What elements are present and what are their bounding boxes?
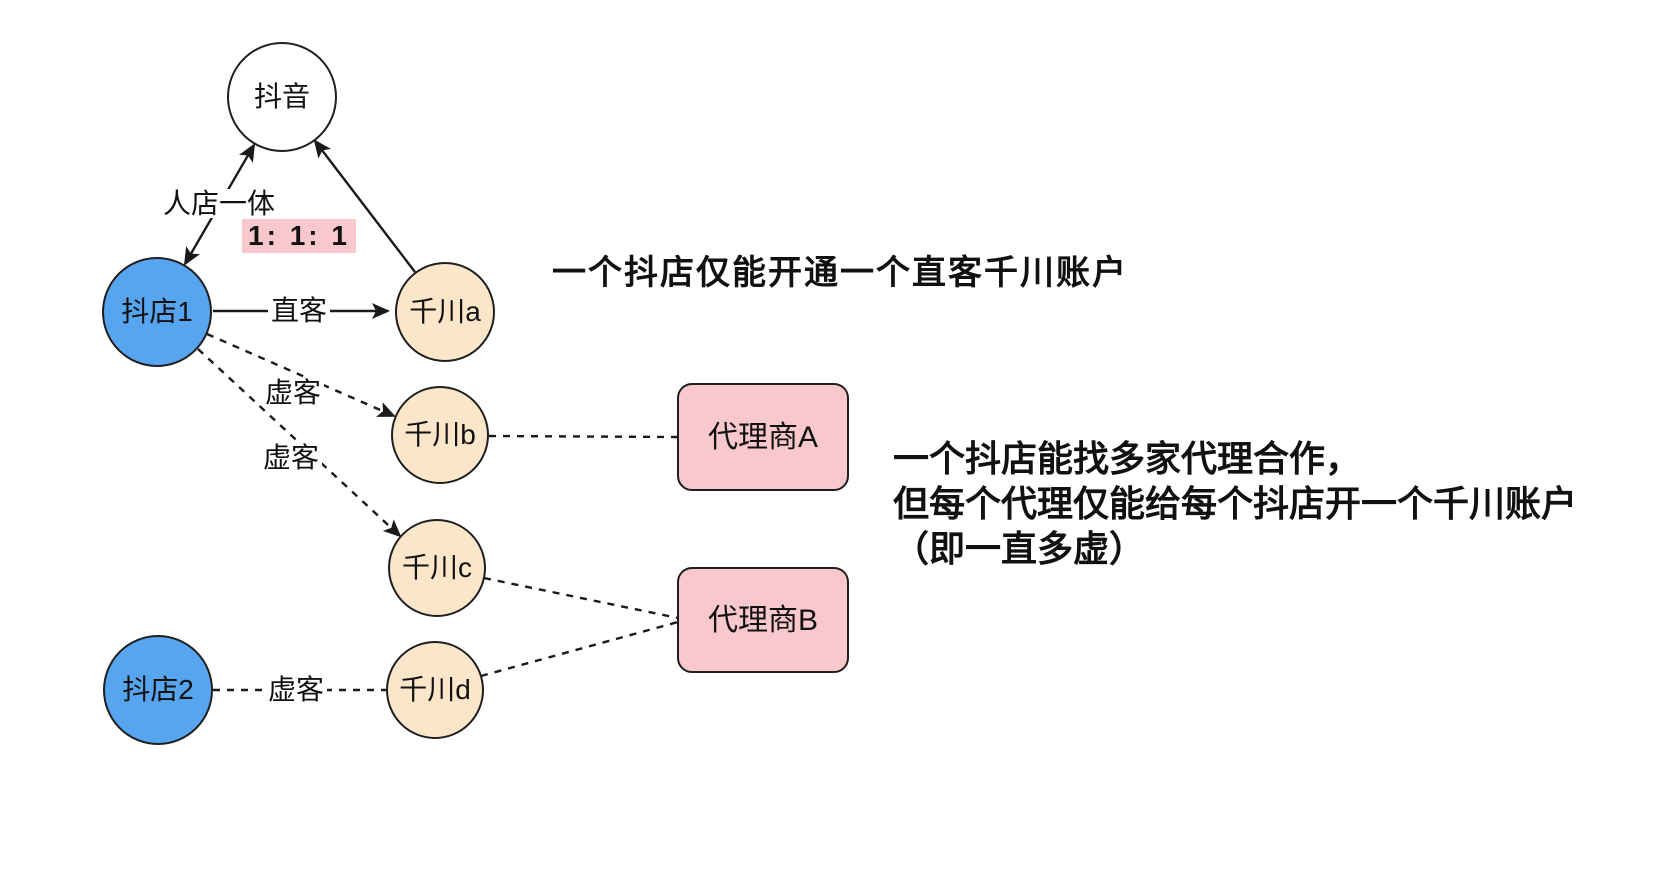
virtual-client-label-1: 虚客 <box>262 378 325 407</box>
right-annotation-line-2: 但每个代理仅能给每个抖店开一个千川账户 <box>893 483 1578 524</box>
agent-b-node: 代理商B <box>677 567 849 673</box>
doudian1-node: 抖店1 <box>102 257 212 367</box>
qianchuan-c-node: 千川c <box>388 519 486 617</box>
virtual-client-label-3: 虚客 <box>265 675 328 704</box>
ratio-badge: 1: 1: 1 <box>242 219 356 253</box>
top-annotation: 一个抖店仅能开通一个直客千川账户 <box>552 254 1128 292</box>
right-annotation-line-1: 一个抖店能找多家代理合作， <box>893 438 1362 479</box>
douyin-node: 抖音 <box>227 42 337 152</box>
edge-qianchuan-d-agent-b <box>480 620 679 678</box>
edge-doudian1-qianchuan-c <box>197 348 402 538</box>
edge-qianchuan-a-douyin <box>313 139 416 273</box>
person-store-unity-label: 人店一体 <box>160 189 279 218</box>
agent-a-node: 代理商A <box>677 383 849 491</box>
right-annotation-line-3: （即一直多虚） <box>893 528 1146 569</box>
direct-client-label: 直客 <box>268 296 331 325</box>
qianchuan-b-node: 千川b <box>391 386 489 484</box>
right-annotation: 一个抖店能找多家代理合作， 但每个代理仅能给每个抖店开一个千川账户 （即一直多虚… <box>893 436 1577 571</box>
edge-qianchuan-c-agent-b <box>483 576 679 620</box>
edge-qianchuan-b-agent-a <box>488 434 679 439</box>
virtual-client-label-2: 虚客 <box>260 443 323 472</box>
qianchuan-a-node: 千川a <box>395 262 495 362</box>
doudian2-node: 抖店2 <box>103 635 213 745</box>
qianchuan-d-node: 千川d <box>386 641 484 739</box>
edge-doudian1-qianchuan-b <box>206 332 396 418</box>
